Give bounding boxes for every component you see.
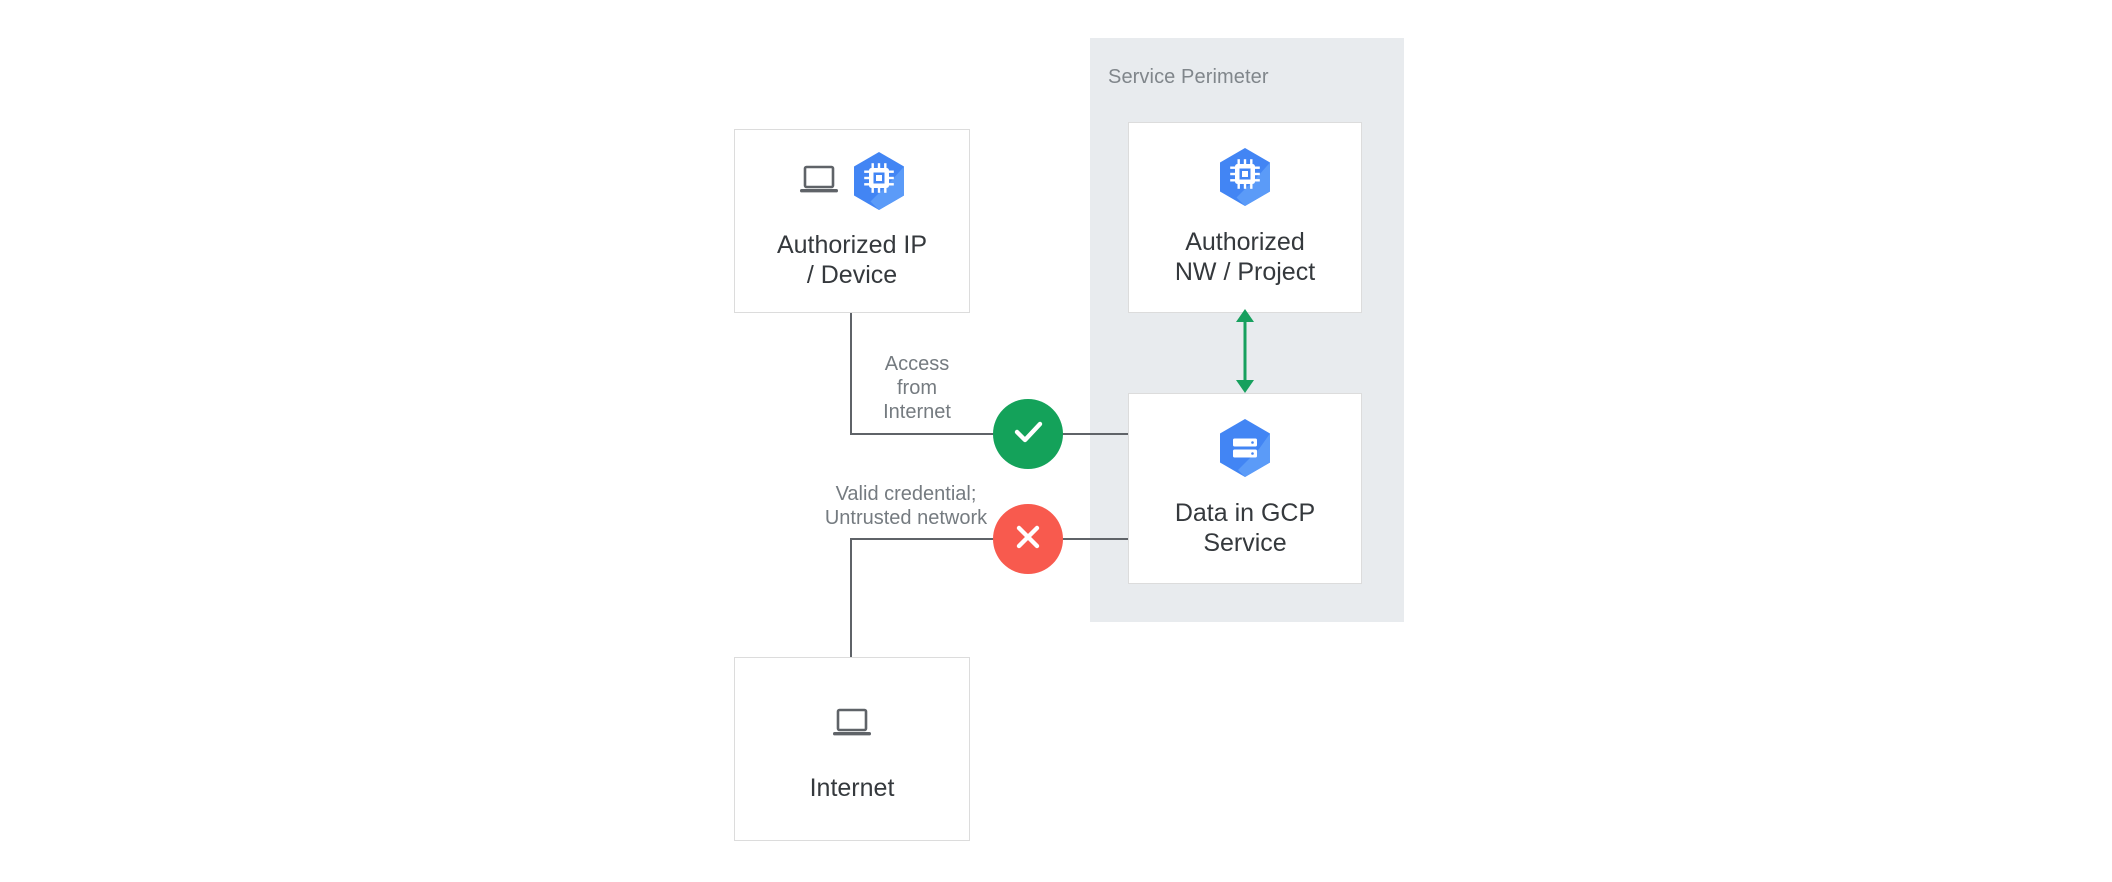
connector-line-ip-down [850,313,852,435]
node-authorized-ip-device[interactable]: Authorized IP / Device [734,129,970,313]
connector-line-ip-right [850,433,1000,435]
node-authorized-nw-project[interactable]: Authorized NW / Project [1128,122,1362,313]
node-internet[interactable]: Internet [734,657,970,841]
gcp-compute-hexagon-icon [852,151,906,216]
gcp-data-hexagon-icon [1218,418,1272,483]
node-label-data-in-gcp-service: Data in GCP Service [1174,498,1316,557]
node-label-authorized-ip-device: Authorized IP / Device [776,231,928,289]
close-x-icon [1008,517,1048,562]
node-icon-group [831,695,873,757]
connector-line-check-to-data [1056,433,1130,435]
node-icon-group [1218,147,1272,212]
check-icon [1008,412,1048,457]
edge-caption-valid-credential-untrusted-network: Valid credential; Untrusted network [824,483,988,529]
gcp-compute-hexagon-icon [1218,147,1272,212]
connector-line-internet-up [850,538,852,659]
edge-caption-access-from-internet: Access from Internet [883,353,951,423]
node-data-in-gcp-service[interactable]: Data in GCP Service [1128,393,1362,584]
laptop-icon [831,707,873,746]
connector-line-x-to-data [1056,538,1130,540]
double-arrow-icon [1227,308,1263,394]
service-perimeter-label: Service Perimeter [1108,66,1269,88]
node-label-authorized-nw-project: Authorized NW / Project [1174,227,1316,286]
node-icon-group [1218,418,1272,483]
laptop-icon [798,164,840,203]
status-badge-denied[interactable] [993,504,1063,574]
status-badge-allowed[interactable] [993,399,1063,469]
connector-line-internet-right [850,538,1000,540]
node-icon-group [798,151,906,216]
node-label-internet: Internet [809,774,895,802]
